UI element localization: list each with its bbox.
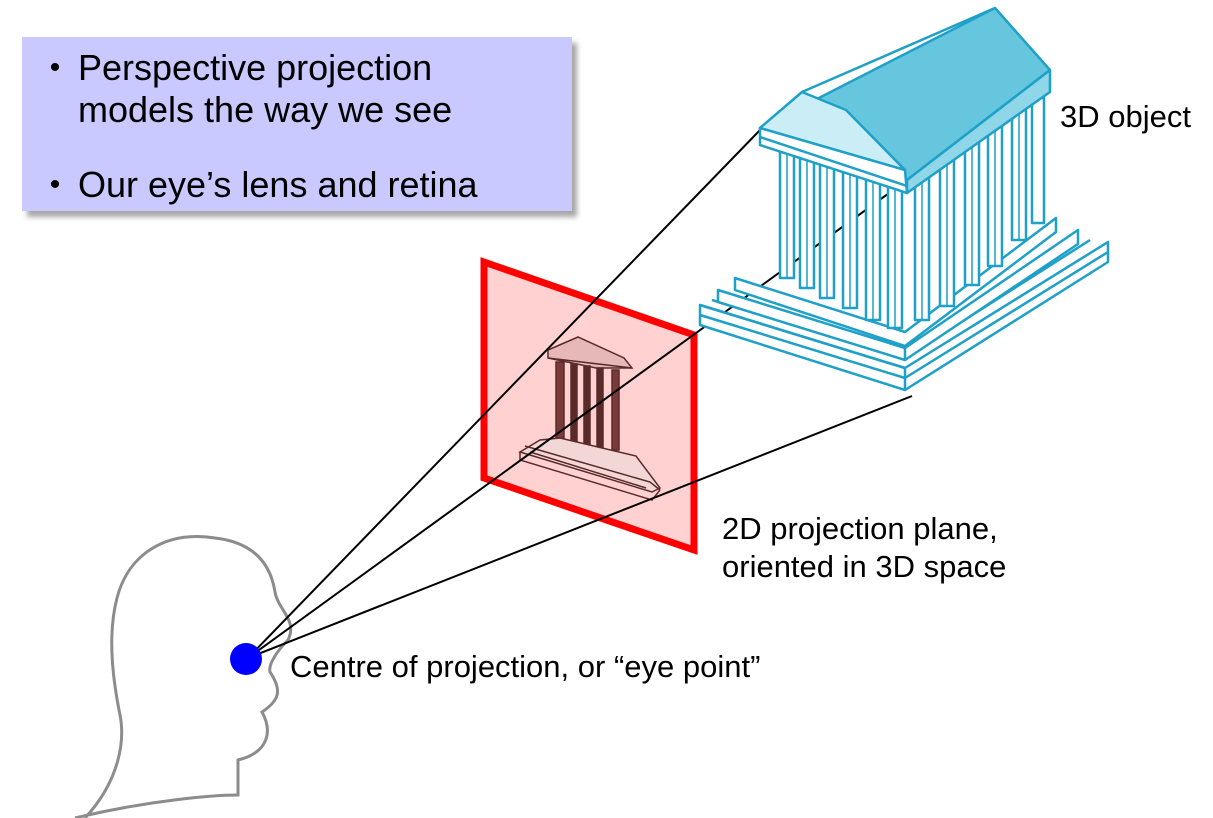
callout-box: • Perspective projection models the way …	[22, 37, 572, 211]
eye-point-label: Centre of projection, or “eye point”	[290, 649, 761, 684]
plane-label-line1: 2D projection plane,	[722, 511, 998, 546]
eye-point-icon	[230, 643, 262, 675]
projected-temple-icon	[518, 336, 662, 501]
head-silhouette-icon	[74, 535, 293, 818]
bullet-text: Our eye’s lens and retina	[78, 164, 478, 205]
object-label: 3D object	[1060, 99, 1191, 134]
bullet-item: • Perspective projection models the way …	[32, 47, 452, 131]
bullet-marker: •	[49, 168, 61, 201]
bullet-text: Perspective projection models the way we…	[78, 47, 453, 130]
projection-rays	[247, 127, 913, 659]
bullet-marker: •	[49, 51, 61, 84]
bullet-item: • Our eye’s lens and retina	[32, 164, 478, 206]
temple-object-icon	[698, 6, 1110, 392]
plane-label-line2: oriented in 3D space	[722, 549, 1007, 584]
